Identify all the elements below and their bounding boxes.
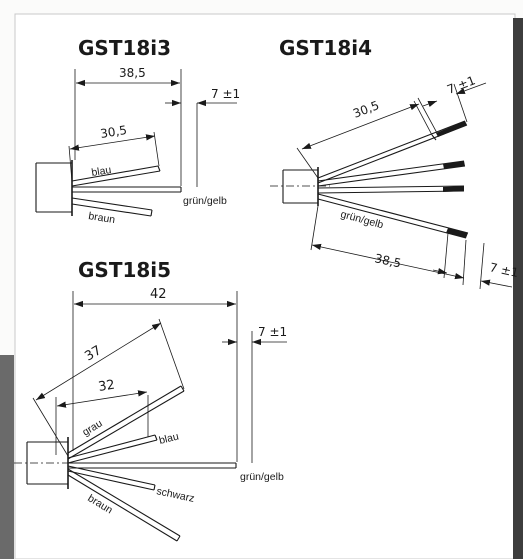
dimension-label: 7 ±1 <box>211 87 240 101</box>
dimension-label: 7 ±1 <box>488 260 519 280</box>
dimension-overall-length: 38,5 <box>74 66 182 186</box>
wire-blau <box>67 434 158 464</box>
wire-label-gruen-gelb: grün/gelb <box>240 471 284 483</box>
wire-gruen-gelb <box>72 186 182 193</box>
wire-middle <box>317 185 465 194</box>
wire-grau <box>67 385 185 460</box>
dimension-strip-length: 7 ±1 <box>222 325 287 463</box>
wire-schwarz <box>67 465 156 491</box>
wire-blau <box>71 165 161 187</box>
diagram-title: GST18i4 <box>279 36 372 60</box>
wire-gruen-gelb <box>68 462 237 469</box>
dimension-long-wire-length: 37 <box>32 318 185 457</box>
cable-jacket <box>35 160 73 216</box>
dimension-strip-length: 7 ±1 <box>165 87 240 187</box>
wire-label-braun: braun <box>88 210 117 226</box>
dimension-label: 42 <box>150 287 167 302</box>
wire-braun <box>67 468 181 542</box>
dimension-wire-length: 30,5 <box>68 123 160 183</box>
dimension-label: 7 ±1 <box>258 325 287 339</box>
wire-label-blau: blau <box>158 430 180 446</box>
diagram-title: GST18i5 <box>78 258 171 282</box>
diagram-title: GST18i3 <box>78 36 171 60</box>
wire-label-gruen-gelb: grün/gelb <box>183 195 227 207</box>
dimension-label: 37 <box>82 343 104 364</box>
wire-label-blau: blau <box>91 164 113 179</box>
wire-upper-right <box>317 160 466 187</box>
wire-upper-left <box>317 120 468 184</box>
dimension-label: 38,5 <box>119 66 146 80</box>
binding-edge <box>513 18 523 559</box>
dimension-overall-length: 42 <box>72 287 238 462</box>
dimension-label: 30,5 <box>99 123 128 141</box>
dimension-short-wire-length: 32 <box>55 378 149 455</box>
dimension-label: 32 <box>97 378 116 395</box>
diagram-gst18i3: GST18i3 38,5 <box>35 36 240 226</box>
wire-braun <box>71 197 153 217</box>
dimension-label: 38,5 <box>373 251 402 270</box>
dimension-strip-length-bottom: 7 ±1 <box>432 232 520 290</box>
wire-gruen-gelb <box>317 193 469 239</box>
page-shadow-edge <box>0 355 14 559</box>
